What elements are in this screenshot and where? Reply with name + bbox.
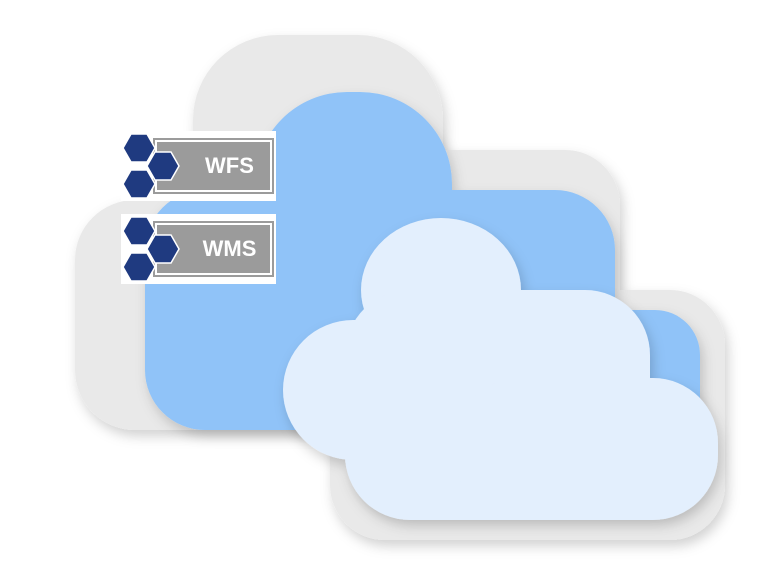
wms-label: WMS — [202, 236, 257, 261]
hexagon-logo-icon — [122, 216, 180, 282]
wfs-label: WFS — [205, 153, 254, 178]
wfs-badge: WFS — [121, 131, 276, 201]
hexagon-logo-icon — [122, 133, 180, 199]
wms-badge: WMS — [121, 214, 276, 284]
light-cloud — [283, 218, 718, 520]
